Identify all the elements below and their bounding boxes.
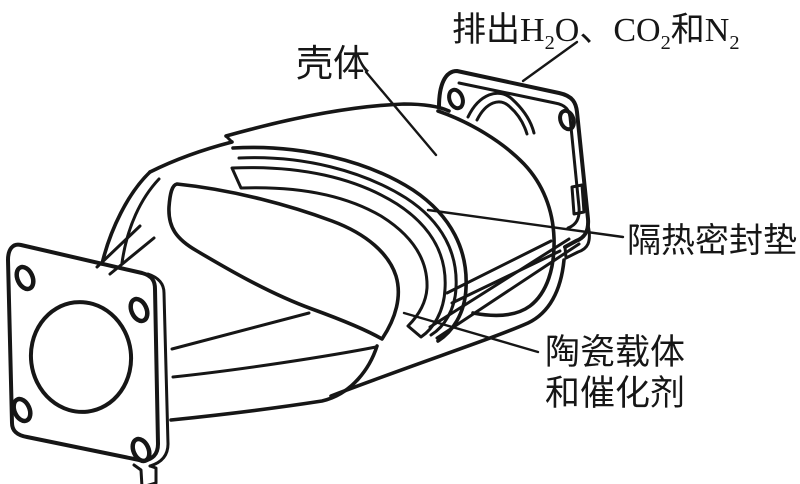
shell-right-end-silhouette [436,109,556,318]
shell-seam-line-upper [428,237,571,329]
outlet-bottom-edge [329,258,566,398]
outlet-cone-line-2 [450,249,562,305]
gasket-leader-line [426,208,625,239]
shell-cut-edge-inner [237,156,458,337]
shell-left-endcap-outer [100,170,152,266]
inlet-port-circle [28,300,134,414]
shell-bottom-outline [169,344,379,422]
shell-leader-line [364,70,438,157]
ceramic-carrier-block [167,182,401,341]
label-ceramic-carrier-line2: 和催化剂 [545,374,686,413]
shell-cut-edge-outer [231,145,468,343]
outlet-port-arch-inner [475,100,529,136]
catalyst-hatched-body [167,182,401,341]
inlet-flange-bolt-hole-tl [14,264,36,292]
shell-top-arc-right [224,102,451,138]
label-shell: 壳体 [296,44,370,85]
inlet-cone-line-mid [171,345,378,379]
label-ceramic-carrier-catalyst: 陶瓷载体 和催化剂 [545,332,685,414]
outlet-cone-line-1 [445,239,553,295]
inlet-flange-bolt-hole-br [130,436,152,464]
outlet-flange-bolt-hole-right [558,108,576,132]
inlet-flange-foot [132,463,158,484]
outlet-port-arch-outer [466,91,536,135]
inlet-cone-line-top [170,311,311,351]
shell-top-arc-left [148,140,234,174]
label-heat-insulation-gasket: 隔热密封垫 [627,223,797,260]
leader-lines [364,40,625,354]
insulation-gasket-band [230,166,447,339]
outlet-flange-notch [570,183,586,216]
ceramic-leader-line [402,311,540,354]
inlet-flange-bolt-hole-bl [11,396,33,424]
exhaust-leader-line [521,40,579,83]
outlet-flange-inner-face [457,81,581,230]
inlet-flange-thickness-edge [146,272,170,468]
inlet-flange [6,242,170,484]
outlet-flange-outline [437,69,591,249]
label-exhaust-products: 排出H2O、CO2和N2 [452,12,740,54]
shell-left-endcap-inner [120,177,161,265]
label-ceramic-carrier-line1: 陶瓷载体 [545,333,686,372]
shell-seam-line-lower [435,242,581,340]
inlet-pipe-edge-upper [95,224,142,269]
gasket-hatched-crescent [230,166,447,339]
inlet-flange-bolt-hole-tr [128,296,150,324]
outlet-flange-bolt-hole-left [447,87,465,111]
shell-body [95,102,581,422]
